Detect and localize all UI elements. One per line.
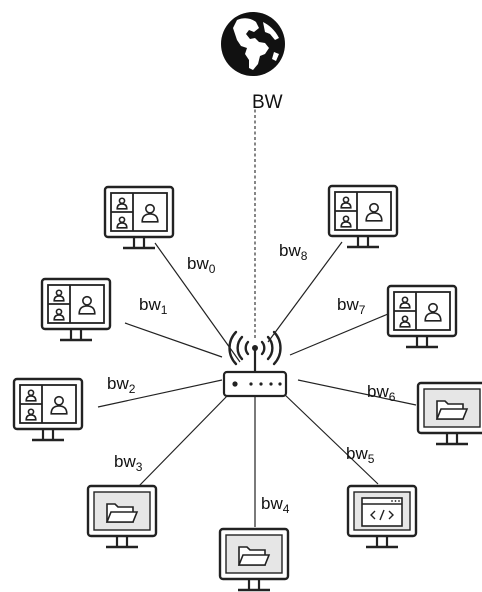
device-8: [327, 184, 399, 249]
video-call-monitor-icon: [103, 185, 175, 250]
bandwidth-label-0: bw0: [187, 254, 216, 276]
device-6: [416, 381, 482, 446]
globe-icon: [221, 12, 285, 76]
link-line-7: [289, 313, 389, 356]
bandwidth-label-1: bw1: [139, 295, 168, 317]
link-line-8: [267, 241, 343, 343]
link-line-1: [124, 322, 223, 358]
link-line-0: [154, 242, 241, 363]
bandwidth-label-6: bw6: [367, 382, 396, 404]
device-4: [218, 527, 290, 592]
device-2: [12, 377, 84, 442]
link-line-6: [297, 379, 417, 406]
device-3: [86, 484, 158, 549]
wifi-router-icon: [222, 330, 288, 398]
bandwidth-label-8: bw8: [279, 241, 308, 263]
bandwidth-label-3: bw3: [114, 452, 143, 474]
link-line-5: [282, 392, 379, 485]
video-call-monitor-icon: [386, 284, 458, 349]
bandwidth-label-4: bw4: [261, 494, 290, 516]
code-browser-monitor-icon: [346, 484, 418, 549]
device-0: [103, 185, 175, 250]
link-line-3: [137, 392, 231, 488]
video-call-monitor-icon: [12, 377, 84, 442]
video-call-monitor-icon: [327, 184, 399, 249]
bandwidth-label-7: bw7: [337, 295, 366, 317]
bandwidth-labels: BW bw0 bw1 bw2 bw3 bw4 bw5 bw6 bw7 bw8: [107, 92, 396, 516]
bandwidth-label-2: bw2: [107, 374, 136, 396]
folder-monitor-icon: [416, 381, 482, 446]
device-5: [346, 484, 418, 549]
connection-lines: [97, 106, 417, 527]
folder-monitor-icon: [86, 484, 158, 549]
bandwidth-label-5: bw5: [346, 444, 375, 466]
device-7: [386, 284, 458, 349]
bandwidth-label-total: BW: [252, 92, 283, 113]
link-line-2: [97, 379, 223, 408]
device-1: [40, 277, 112, 342]
folder-monitor-icon: [218, 527, 290, 592]
video-call-monitor-icon: [40, 277, 112, 342]
